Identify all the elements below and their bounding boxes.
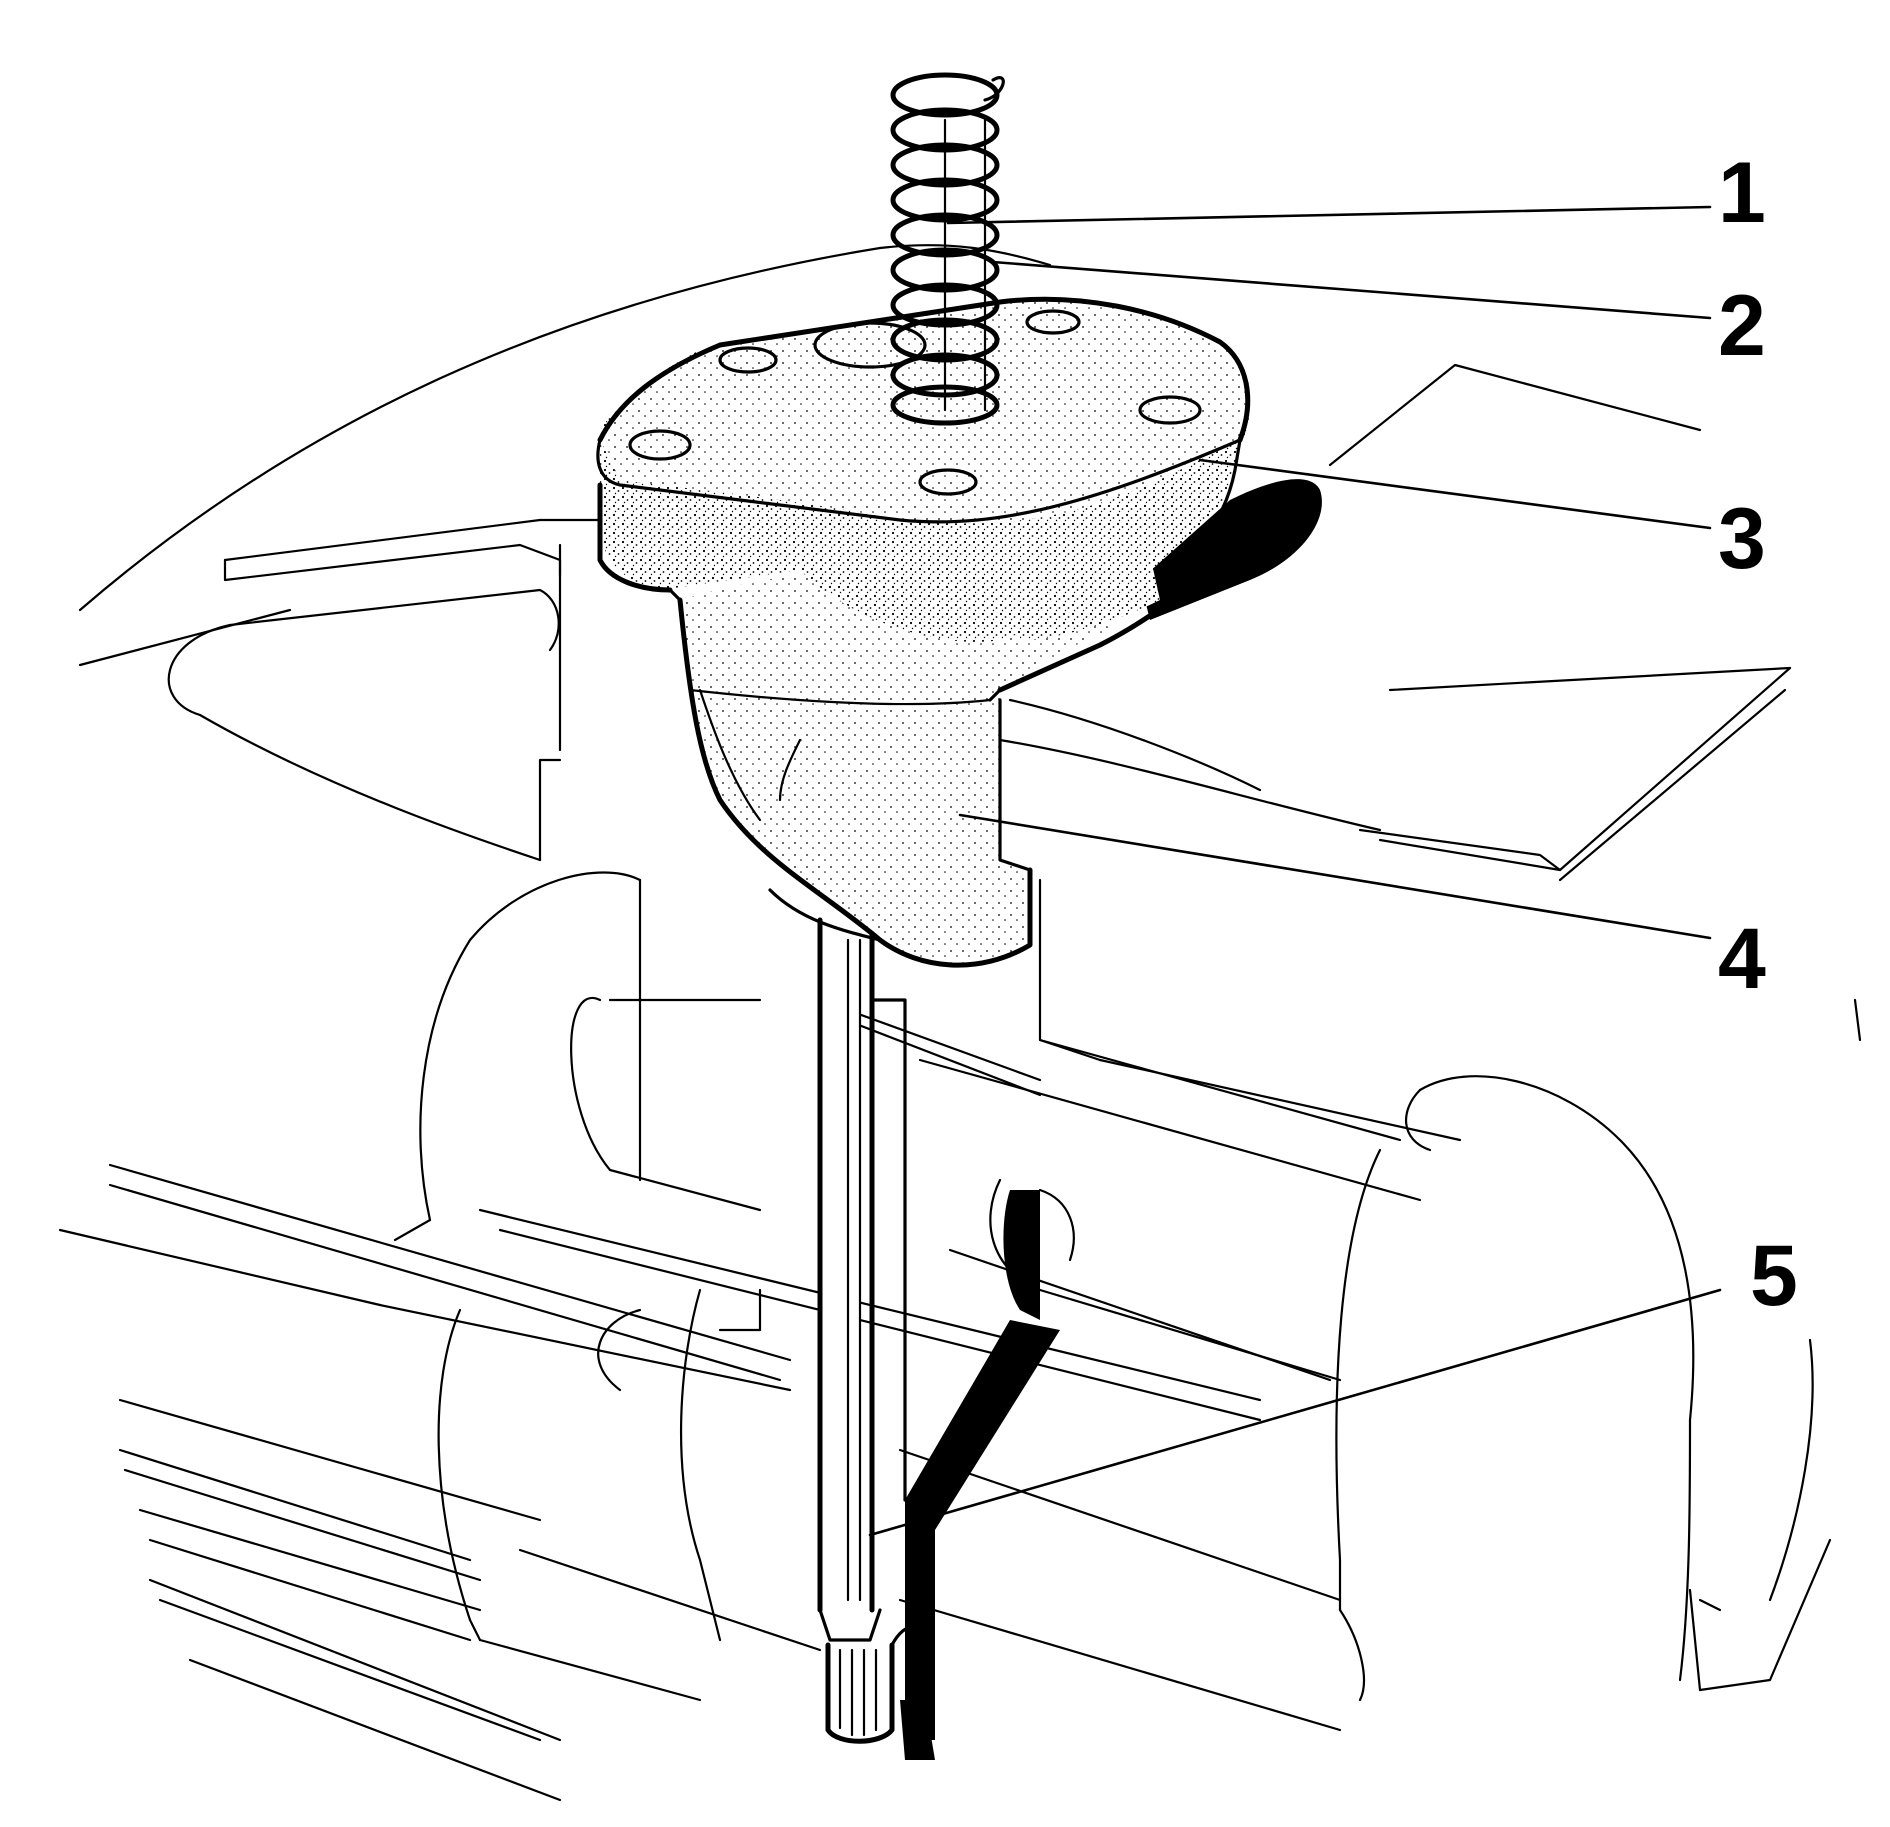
engine-block (58, 244, 1862, 1802)
callout-3: 3 (1718, 491, 1766, 587)
leader-lines (868, 205, 1722, 1537)
callout-2: 2 (1718, 278, 1766, 374)
spring-assembly (890, 72, 1005, 426)
callout-5: 5 (1750, 1228, 1798, 1324)
bolt-hole-back-left (718, 346, 778, 374)
leader-line-5 (868, 1288, 1722, 1537)
pump-housing (677, 560, 1110, 968)
callout-labels: 1 2 3 4 5 (1718, 145, 1798, 1324)
leader-line-1 (946, 205, 1712, 225)
outlet-nozzle (1140, 479, 1322, 620)
bolt-hole-front-left (628, 429, 692, 461)
drive-shaft (817, 917, 932, 1744)
callout-1: 1 (1718, 145, 1766, 241)
bolt-hole-front-center (918, 468, 978, 496)
central-bore (813, 321, 927, 369)
pump-flange (596, 296, 1322, 693)
callout-4: 4 (1718, 911, 1766, 1007)
bolt-hole-back-right (1025, 309, 1081, 335)
leader-line-2 (991, 260, 1712, 320)
bolt-hole-front-right (1138, 395, 1202, 425)
bracket (900, 1188, 1075, 1760)
leader-line-3 (1198, 458, 1712, 530)
leader-line-4 (958, 813, 1712, 940)
